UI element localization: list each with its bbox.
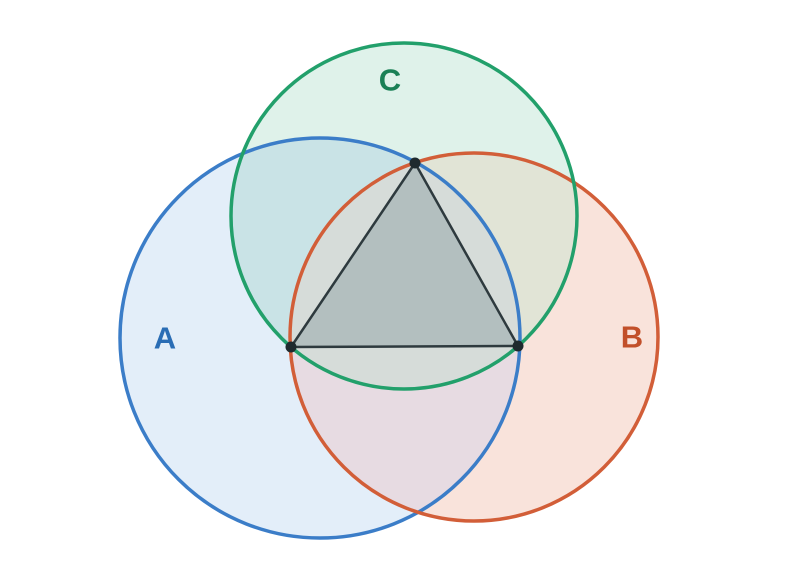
vertex-top	[409, 157, 421, 169]
vertex-right	[512, 340, 524, 352]
set-c-label: C	[379, 63, 401, 98]
set-b-label: B	[621, 320, 643, 355]
set-b-outline	[288, 151, 660, 523]
vertex-left	[285, 341, 297, 353]
set-a-outline	[118, 136, 522, 540]
set-c-outline	[229, 41, 579, 391]
central-triangle	[289, 161, 520, 349]
set-a-label: A	[154, 321, 176, 356]
